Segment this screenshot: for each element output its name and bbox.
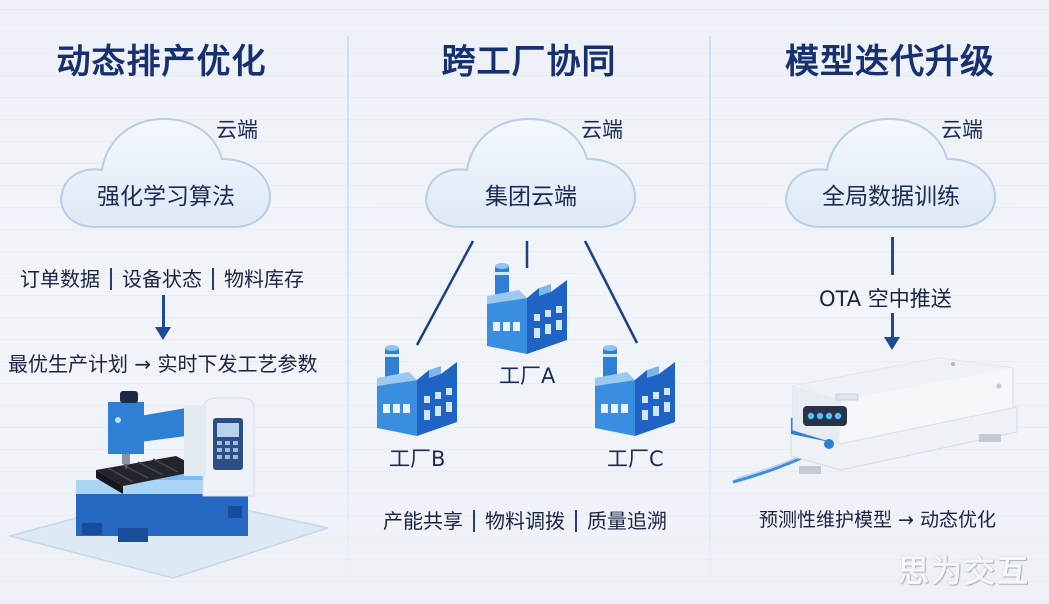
separator xyxy=(575,510,577,532)
separator xyxy=(212,268,214,290)
cloud: 强化学习算法 xyxy=(56,115,276,235)
down-arrow-icon xyxy=(884,313,900,350)
cloud-icon xyxy=(425,117,637,228)
benefit-capacity-sharing: 产能共享 xyxy=(383,509,463,533)
panel-divider xyxy=(709,36,711,596)
cloud-label: 云端 xyxy=(581,118,623,142)
input-orders: 订单数据 xyxy=(20,267,100,291)
panel-title: 动态排产优化 xyxy=(56,42,267,82)
factory-a-label: 工厂A xyxy=(499,364,556,388)
input-equipment-status: 设备状态 xyxy=(122,267,202,291)
factory-c-icon xyxy=(595,345,675,436)
cnc-machine-icon xyxy=(8,391,328,579)
panel-model-iteration: 模型迭代升级 全局数据训练 云端 OTA 空中推送 xyxy=(711,0,1049,604)
watermark-text: 思为交互 xyxy=(898,554,1030,590)
factory-a-icon xyxy=(487,263,567,354)
cloud: 集团云端 xyxy=(421,115,641,235)
cloud-label: 云端 xyxy=(941,118,983,142)
cloud-text: 全局数据训练 xyxy=(822,184,960,210)
output-text: 最优生产计划 → 实时下发工艺参数 xyxy=(8,352,318,376)
line-to-factory-c xyxy=(583,240,639,344)
cloud: 全局数据训练 xyxy=(781,115,1001,235)
edge-device-icon xyxy=(732,357,1018,484)
separator xyxy=(110,268,112,290)
panel-divider xyxy=(347,36,349,596)
benefit-material-transfer: 物料调拨 xyxy=(485,509,565,533)
panel-title: 跨工厂协同 xyxy=(441,42,617,82)
input-data-list: 订单数据设备状态物料库存 xyxy=(20,263,304,292)
benefit-quality-trace: 质量追溯 xyxy=(587,509,667,533)
panel-cross-factory: 跨工厂协同 集团云端 云端 工厂A 工厂B 工厂C 产能共享物料调拨质量追溯 xyxy=(349,0,709,604)
separator xyxy=(473,510,475,532)
down-arrow-icon xyxy=(155,295,171,340)
factory-c-label: 工厂C xyxy=(607,447,664,471)
cloud-label: 云端 xyxy=(216,118,258,142)
ota-push-label: OTA 空中推送 xyxy=(819,287,952,311)
cloud-text: 集团云端 xyxy=(485,184,577,210)
connection-lines xyxy=(415,240,639,346)
cloud-icon xyxy=(60,117,272,228)
cloud-text: 强化学习算法 xyxy=(97,184,235,210)
input-inventory: 物料库存 xyxy=(224,267,304,291)
panel-dynamic-scheduling: 动态排产优化 强化学习算法 云端 订单数据设备状态物料库存 最优生产计划 → 实… xyxy=(0,0,347,604)
connector-line xyxy=(891,237,894,275)
output-text: 预测性维护模型 → 动态优化 xyxy=(759,509,996,531)
panel-title: 模型迭代升级 xyxy=(785,42,995,82)
benefits-list: 产能共享物料调拨质量追溯 xyxy=(383,505,667,534)
factory-b-icon xyxy=(377,345,457,436)
factory-b-label: 工厂B xyxy=(389,447,446,471)
line-to-factory-b xyxy=(415,240,475,346)
cloud-icon xyxy=(785,117,997,228)
